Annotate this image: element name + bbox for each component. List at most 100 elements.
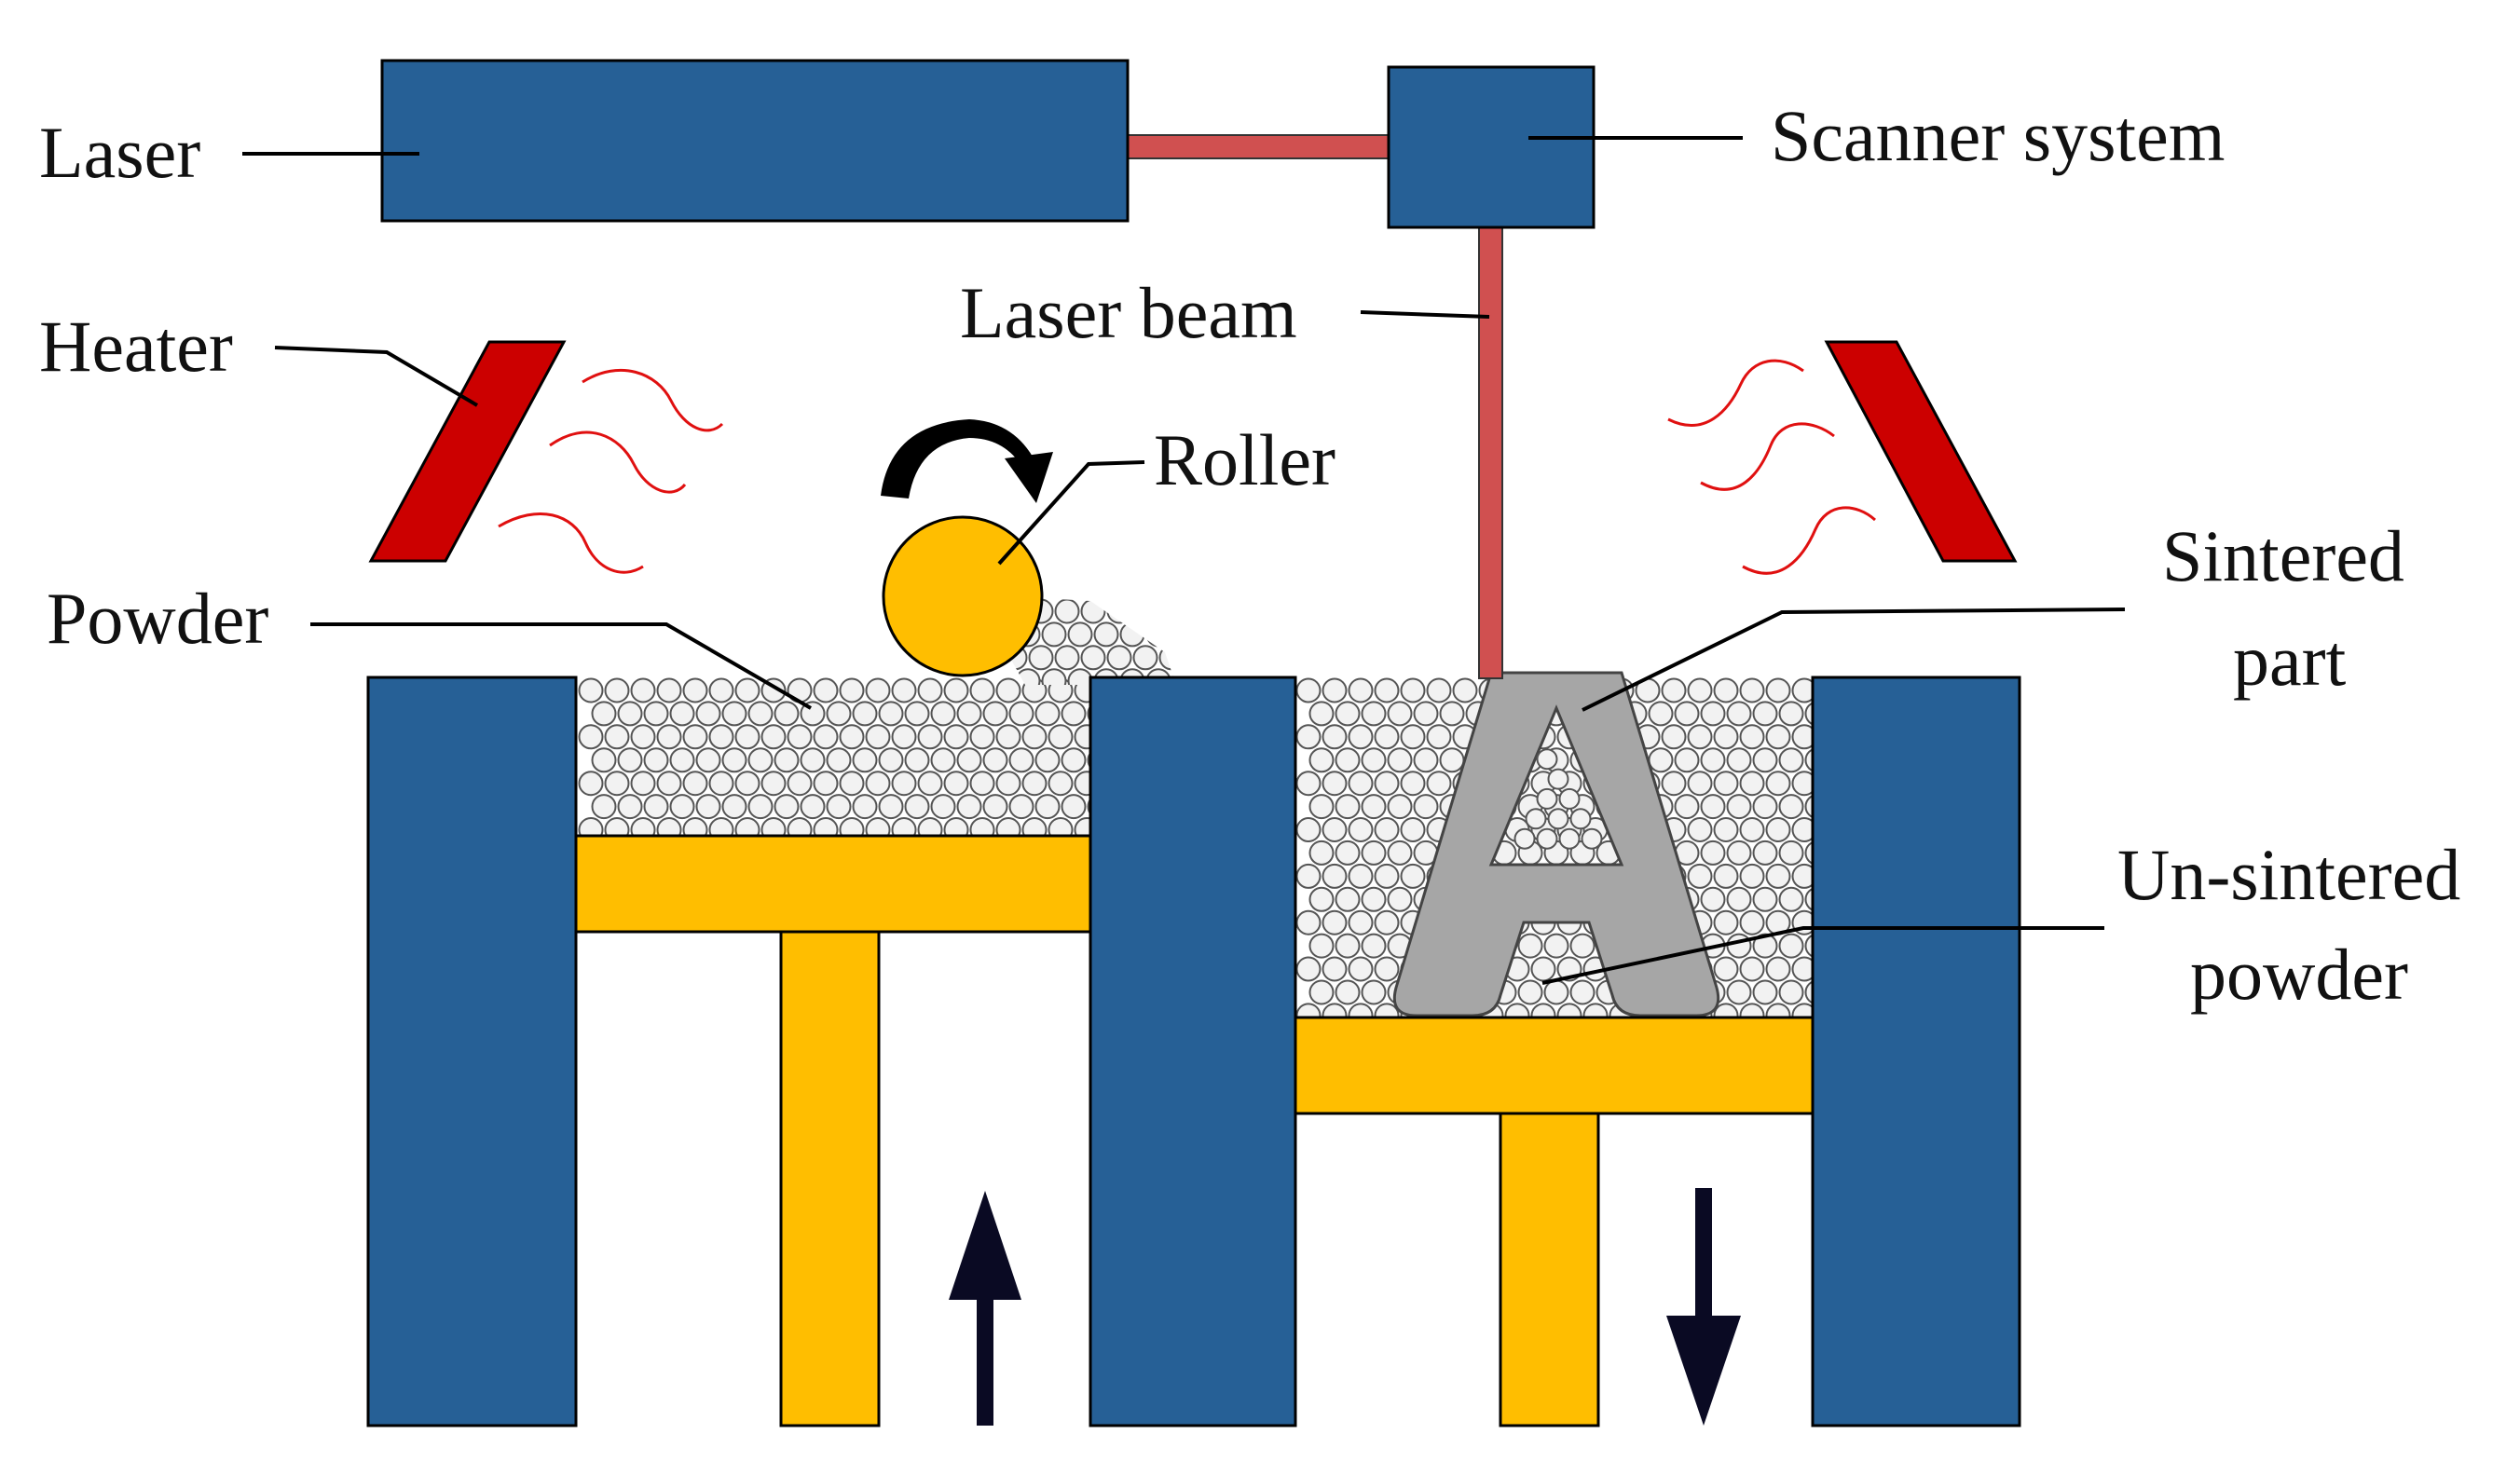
powder-particle bbox=[643, 747, 669, 773]
powder-particle bbox=[917, 771, 943, 797]
powder-particle bbox=[1726, 701, 1752, 727]
powder-particle bbox=[630, 677, 656, 703]
curved-arrow-icon bbox=[881, 419, 1053, 503]
powder-particle bbox=[1687, 863, 1713, 889]
powder-particle bbox=[930, 794, 956, 820]
powder-particle bbox=[1400, 817, 1426, 842]
powder-particle bbox=[904, 747, 930, 773]
powder-particle bbox=[708, 677, 734, 703]
powder-particle bbox=[1132, 598, 1158, 624]
powder-particle bbox=[1513, 827, 1536, 850]
powder-particle bbox=[1074, 771, 1090, 797]
powder-particle bbox=[1145, 621, 1171, 648]
powder-particle bbox=[734, 677, 760, 703]
powder-particle bbox=[982, 794, 1008, 820]
right-heat-waves bbox=[1667, 359, 1877, 575]
powder-particle bbox=[747, 701, 774, 727]
powder-particle bbox=[839, 817, 865, 836]
powder-particle bbox=[1752, 979, 1778, 1005]
left-heater-assembly bbox=[368, 340, 724, 574]
powder-particle bbox=[813, 817, 839, 836]
powder-particle bbox=[1348, 1003, 1374, 1017]
powder-particle bbox=[1426, 771, 1452, 797]
powder-particle bbox=[1791, 863, 1813, 889]
powder-particle bbox=[1413, 747, 1439, 773]
powder-particle bbox=[1674, 701, 1700, 727]
powder-particle bbox=[1778, 701, 1804, 727]
powder-particle bbox=[1295, 724, 1322, 750]
powder-particle bbox=[760, 771, 787, 797]
powder-particle bbox=[1322, 677, 1348, 703]
beam-horizontal bbox=[1127, 134, 1390, 159]
unsintered-powder-label-line1: Un-sintered bbox=[2117, 834, 2460, 915]
machine-walls bbox=[366, 676, 2021, 1427]
powder-particle bbox=[1041, 668, 1067, 685]
powder-particle bbox=[956, 747, 982, 773]
powder-particle bbox=[1726, 886, 1752, 912]
right-heater-assembly bbox=[1667, 340, 2018, 575]
build-piston-rod bbox=[1499, 1112, 1600, 1427]
powder-particle bbox=[1687, 677, 1713, 703]
powder-particle bbox=[813, 724, 839, 750]
powder-particle bbox=[617, 701, 643, 727]
leader-lines bbox=[242, 136, 2126, 985]
up-arrow-icon bbox=[949, 1191, 1021, 1426]
powder-particle bbox=[982, 747, 1008, 773]
powder-particle bbox=[826, 701, 852, 727]
powder-particle bbox=[734, 771, 760, 797]
powder-particle bbox=[1374, 956, 1400, 982]
powder-particle bbox=[682, 724, 708, 750]
powder-particle bbox=[1791, 1003, 1813, 1017]
powder-particle bbox=[917, 724, 943, 750]
powder-particle bbox=[1361, 933, 1387, 959]
powder-particle bbox=[1348, 863, 1374, 889]
powder-particle bbox=[1034, 747, 1061, 773]
powder-particle bbox=[1335, 701, 1361, 727]
powder-particle bbox=[1348, 956, 1374, 982]
powder-particle bbox=[1054, 598, 1080, 624]
powder-particle bbox=[1067, 621, 1093, 648]
right-wall bbox=[1811, 676, 2021, 1427]
powder-particle bbox=[617, 747, 643, 773]
powder-particle bbox=[1295, 771, 1322, 797]
powder-particle bbox=[1413, 701, 1439, 727]
powder-particle bbox=[800, 794, 826, 820]
powder-particle bbox=[1348, 677, 1374, 703]
powder-particle bbox=[995, 771, 1021, 797]
powder-particle bbox=[1700, 747, 1726, 773]
powder-particle bbox=[943, 677, 969, 703]
powder-particle bbox=[1791, 677, 1813, 703]
powder-particle bbox=[1106, 645, 1132, 671]
powder-particle bbox=[695, 747, 721, 773]
laser-system bbox=[380, 59, 1596, 679]
powder-particle bbox=[969, 771, 995, 797]
powder-particle bbox=[956, 701, 982, 727]
powder-particle bbox=[1804, 980, 1813, 1004]
powder-particle bbox=[1400, 771, 1426, 797]
powder-particle bbox=[787, 771, 813, 797]
sintered-part-leader bbox=[1582, 608, 2126, 712]
powder-particle bbox=[1752, 747, 1778, 773]
powder-particle bbox=[1569, 808, 1592, 830]
powder-particle bbox=[1543, 933, 1569, 959]
powder-particle bbox=[852, 794, 878, 820]
powder-particle bbox=[904, 701, 930, 727]
powder-particle bbox=[1074, 817, 1090, 836]
powder-particle bbox=[1322, 724, 1348, 750]
powder-particle bbox=[1361, 886, 1387, 912]
powder-particle bbox=[578, 771, 604, 797]
powder-particle bbox=[591, 794, 617, 820]
powder-particle bbox=[1804, 840, 1813, 865]
powder-particle bbox=[1713, 677, 1739, 703]
powder-particle bbox=[669, 701, 695, 727]
powder-particle bbox=[1348, 909, 1374, 935]
powder-particle bbox=[1008, 794, 1034, 820]
powder-particle bbox=[1400, 724, 1426, 750]
powder-particle bbox=[865, 771, 891, 797]
powder-particle bbox=[1530, 956, 1556, 982]
powder-particle bbox=[1374, 909, 1400, 935]
laser-label: Laser bbox=[39, 112, 200, 193]
powder-particle bbox=[1648, 747, 1674, 773]
sintered-part-label-line1: Sintered bbox=[2162, 515, 2404, 596]
